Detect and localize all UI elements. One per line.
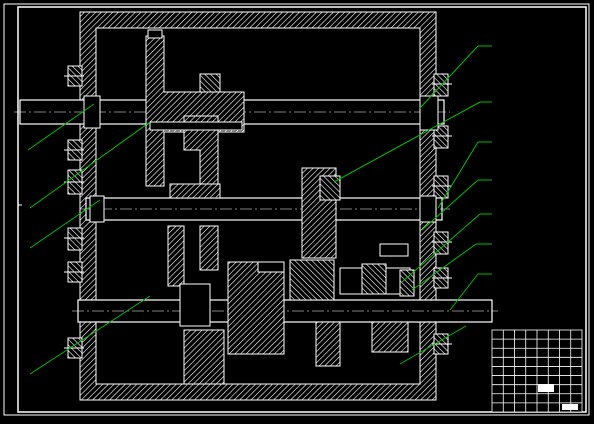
housing bbox=[64, 11, 452, 401]
output-shaft bbox=[72, 243, 498, 367]
leader-lines bbox=[27, 45, 492, 375]
inner-border bbox=[17, 6, 587, 413]
input-shaft bbox=[14, 29, 450, 191]
intermediate-shaft bbox=[80, 167, 450, 287]
outer-border bbox=[3, 3, 590, 416]
title-block bbox=[491, 329, 583, 413]
